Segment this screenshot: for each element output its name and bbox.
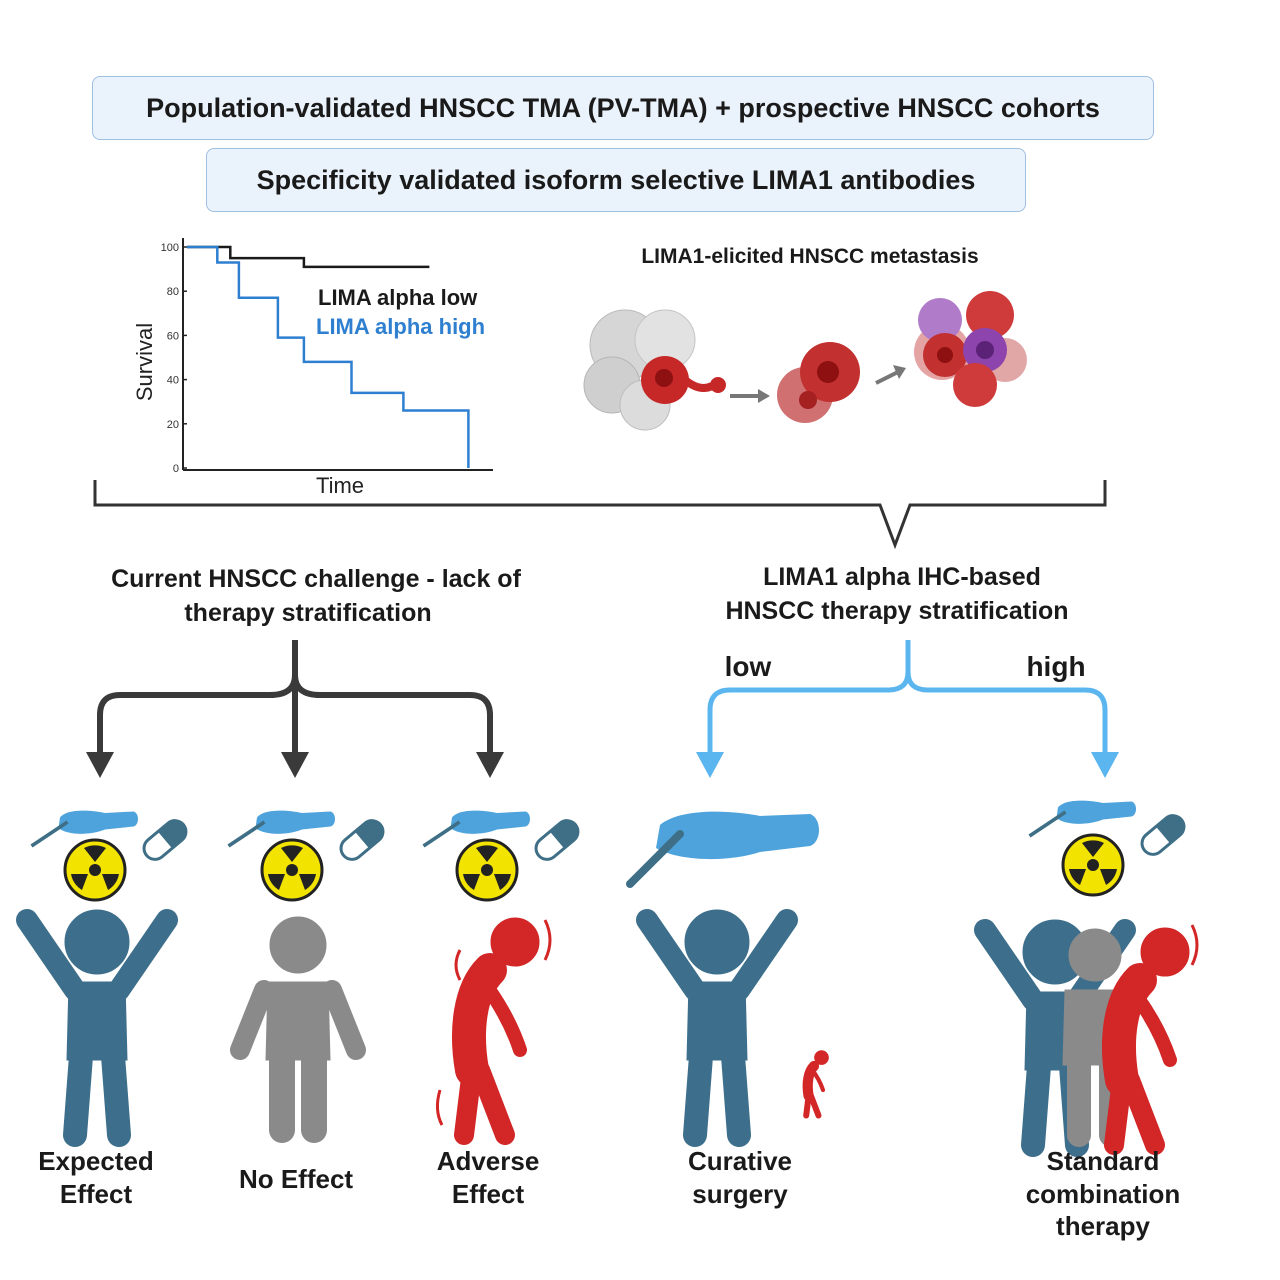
scalpel-hand-icon (1030, 801, 1137, 836)
pill-icon (337, 816, 388, 864)
metastatic-cluster-icon (914, 291, 1027, 407)
arrow-metastasis-2 (876, 372, 898, 383)
therapy-icons-adverse (424, 811, 583, 900)
y-tick-label: 100 (161, 242, 179, 254)
person-icon-combo-red (1114, 925, 1197, 1145)
outcome-combination-line2: combination (1008, 1178, 1198, 1211)
outcome-adverse-line2: Effect (412, 1178, 564, 1211)
y-axis-label: Survival (132, 323, 157, 401)
left-arrowheads (86, 752, 504, 778)
y-tick-label: 20 (167, 419, 179, 431)
y-tick-label: 40 (167, 375, 179, 387)
y-tick-label: 0 (173, 463, 179, 475)
pill-icon (1138, 811, 1189, 859)
radiation-icon (262, 840, 322, 900)
radiation-icon (65, 840, 125, 900)
y-tick-label: 60 (167, 330, 179, 342)
right-panel-title-line1: LIMA1 alpha IHC-based (763, 563, 1041, 591)
outcome-curative-line1: Curative (655, 1145, 825, 1178)
person-icon-curative (647, 910, 787, 1135)
scalpel-hand-icon-large (630, 812, 819, 884)
migrating-tumor-cell-icon (777, 342, 860, 423)
outcome-expected-label: Expected Effect (20, 1145, 172, 1210)
outcome-noeffect-line1: No Effect (215, 1163, 377, 1196)
outcome-combination-line1: Standard (1008, 1145, 1198, 1178)
therapy-icons-combination (1030, 801, 1189, 895)
y-tick-label: 80 (167, 286, 179, 298)
arrow-metastasis-1-head (758, 389, 770, 403)
pill-icon (532, 816, 583, 864)
legend-lima-high: LIMA alpha high (316, 314, 485, 339)
survival-plot: 100 80 60 40 20 0 Survival Time LIMA alpha lo… (132, 238, 493, 498)
branch-label-high: high (1026, 651, 1085, 682)
outcome-adverse-label: Adverse Effect (412, 1145, 564, 1210)
person-icon-expected (27, 910, 167, 1135)
series-line-lima-low (187, 247, 429, 267)
person-icon-adverse (437, 918, 550, 1135)
radiation-icon (457, 840, 517, 900)
outcome-combination-line3: therapy (1008, 1210, 1198, 1243)
pill-icon (140, 816, 191, 864)
small-person-icon-adverse (806, 1050, 829, 1115)
outcome-expected-line2: Effect (20, 1178, 172, 1211)
outcome-curative-label: Curative surgery (655, 1145, 825, 1210)
legend-lima-low: LIMA alpha low (318, 285, 478, 310)
outcome-adverse-line1: Adverse (412, 1145, 564, 1178)
radiation-icon (1063, 835, 1123, 895)
therapy-icons-expected (32, 811, 191, 900)
left-panel-title-line2: therapy stratification (184, 599, 431, 627)
summary-bracket (95, 480, 1105, 545)
outcome-expected-line1: Expected (20, 1145, 172, 1178)
therapy-icons-noeffect (229, 811, 388, 900)
outcome-curative-line2: surgery (655, 1178, 825, 1211)
primary-tumor-cluster-icon (584, 310, 726, 430)
left-branch-arrows (100, 640, 490, 760)
left-panel-title-line1: Current HNSCC challenge - lack of (111, 565, 521, 593)
branch-label-low: low (725, 651, 772, 682)
person-icon-no-effect (240, 917, 356, 1130)
x-axis-label: Time (316, 473, 364, 498)
series-line-lima-high (187, 247, 468, 468)
right-arrowheads (696, 752, 1119, 778)
outcome-noeffect-label: No Effect (215, 1163, 377, 1196)
outcome-combination-label: Standard combination therapy (1008, 1145, 1198, 1243)
metastasis-title: LIMA1-elicited HNSCC metastasis (641, 245, 978, 268)
right-panel-title-line2: HNSCC therapy stratification (725, 597, 1068, 625)
